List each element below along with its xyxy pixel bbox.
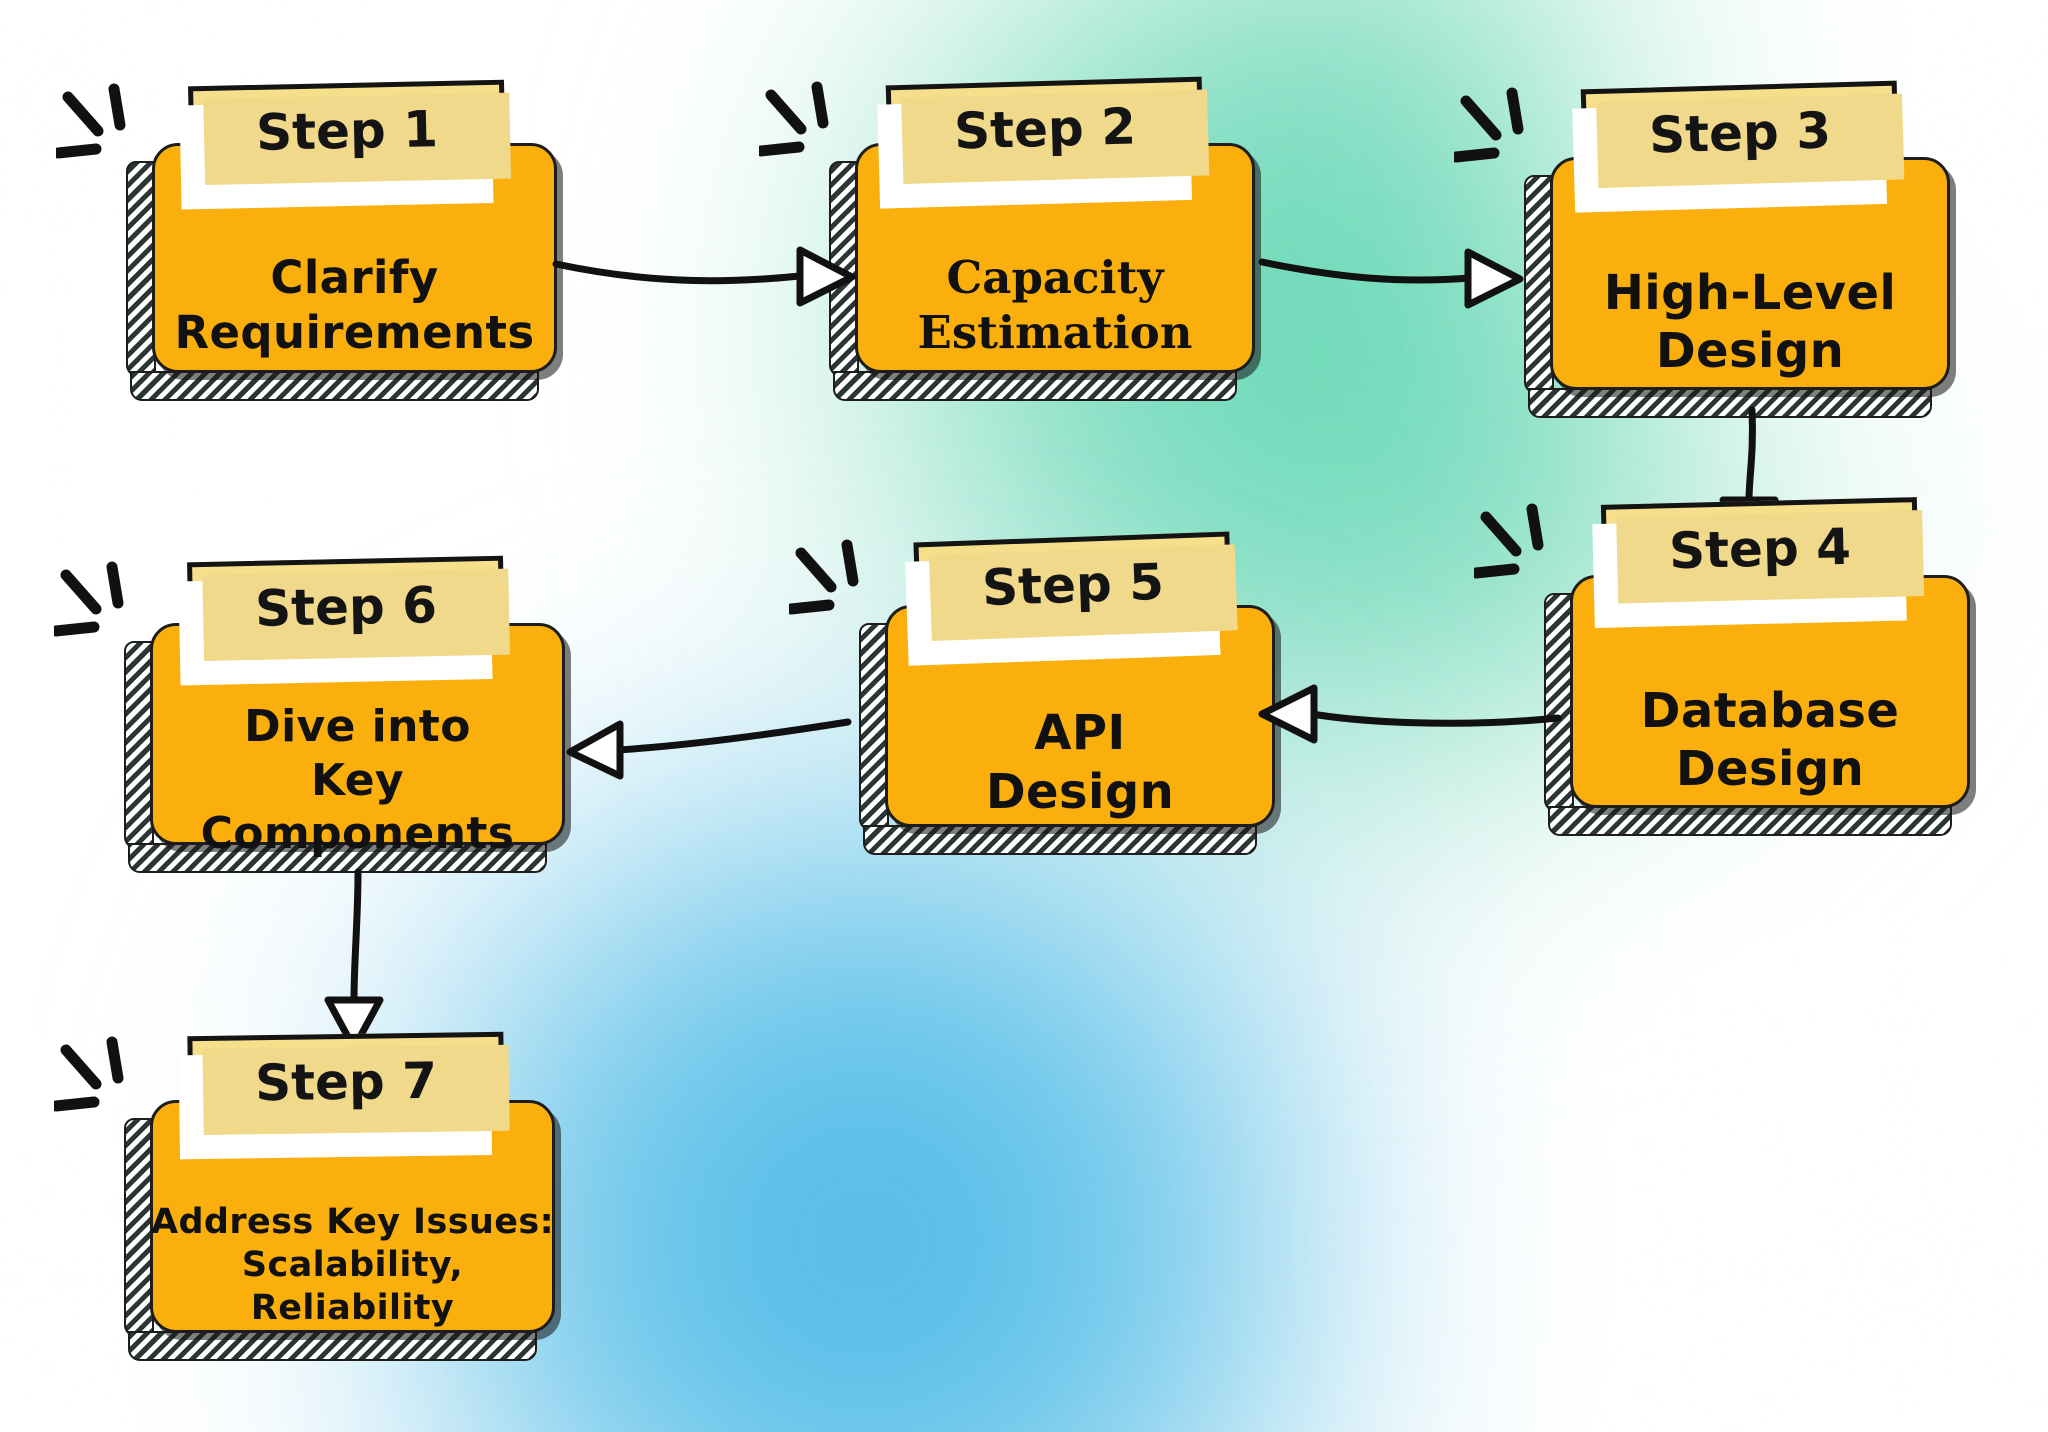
- sparkle-icon: [789, 539, 859, 615]
- edge-step2-to-step3: [1258, 248, 1524, 309]
- node-edge-hatch-bottom: [1548, 806, 1952, 836]
- node-step5-line-2: Design: [985, 763, 1175, 820]
- node-step2-line-1: Capacity: [946, 251, 1164, 305]
- node-edge-hatch-bottom: [130, 371, 539, 401]
- node-step6[interactable]: Dive into Key Components Step 6: [54, 555, 565, 873]
- node-edge-hatch-bottom: [863, 825, 1257, 855]
- sparkle-icon: [1454, 87, 1524, 163]
- node-step5-line-1: API: [1034, 705, 1126, 762]
- node-step6-text: Dive into Key Components: [150, 701, 565, 859]
- node-step3-line-2: Design: [1655, 323, 1845, 380]
- node-edge-hatch-bottom: [128, 1331, 537, 1361]
- node-step3-tag-label: Step 3: [1648, 101, 1832, 165]
- node-step3[interactable]: High-Level Design Step 3: [1454, 80, 1950, 418]
- node-edge-hatch-left: [859, 623, 889, 831]
- node-step3-tag[interactable]: Step 3: [1580, 80, 1900, 186]
- node-edge-hatch-bottom: [833, 371, 1237, 401]
- node-step4-line-1: Database: [1640, 682, 1900, 739]
- node-step1-tag-label: Step 1: [255, 100, 439, 162]
- node-step2-tag[interactable]: Step 2: [885, 76, 1205, 182]
- node-step3-text: High-Level Design: [1550, 255, 1950, 390]
- node-step1-line-1: Clarify: [270, 251, 439, 305]
- node-step5-text: API Design: [885, 698, 1275, 827]
- edge-step6-to-step7: [324, 868, 384, 1052]
- node-step7[interactable]: Address Key Issues: Scalability, Reliabi…: [54, 1031, 555, 1361]
- edge-step4-to-step5: [1258, 684, 1562, 744]
- node-step6-tag[interactable]: Step 6: [187, 555, 505, 659]
- node-step6-line-2: Key Components: [200, 754, 515, 860]
- node-step1[interactable]: Clarify Requirements Step 1: [56, 79, 557, 401]
- node-step6-tag-label: Step 6: [254, 576, 438, 638]
- edge-step5-to-step6: [566, 718, 852, 780]
- node-step7-line-1: Address Key Issues:: [150, 1202, 555, 1243]
- node-edge-hatch-bottom: [1528, 388, 1932, 418]
- node-step6-line-1: Dive into: [244, 701, 471, 753]
- node-step4-line-2: Design: [1675, 741, 1865, 798]
- edge-step1-to-step2: [552, 246, 856, 307]
- node-step5[interactable]: API Design Step 5: [789, 531, 1275, 855]
- node-step7-text: Address Key Issues: Scalability, Reliabi…: [150, 1198, 555, 1333]
- node-step7-tag-label: Step 7: [254, 1051, 438, 1113]
- node-step7-tag[interactable]: Step 7: [187, 1031, 505, 1133]
- node-step4-text: Database Design: [1570, 673, 1970, 808]
- background-blob-white-bottom-right: [1400, 820, 2048, 1432]
- node-step1-text: Clarify Requirements: [152, 240, 557, 373]
- node-step2-line-2: Estimation: [917, 306, 1193, 360]
- node-edge-hatch-left: [1524, 175, 1554, 394]
- node-step7-line-2: Scalability, Reliability: [241, 1245, 464, 1328]
- node-edge-hatch-left: [124, 1118, 154, 1337]
- node-step2[interactable]: Capacity Estimation Step 2: [759, 76, 1255, 401]
- sparkle-icon: [1474, 503, 1544, 579]
- node-step4-tag-label: Step 4: [1668, 517, 1852, 581]
- node-step4-tag[interactable]: Step 4: [1600, 497, 1920, 601]
- node-step2-tag-label: Step 2: [953, 97, 1137, 161]
- node-step5-tag-label: Step 5: [981, 552, 1165, 618]
- node-step4[interactable]: Database Design Step 4: [1474, 497, 1970, 836]
- node-step1-line-2: Requirements: [174, 306, 535, 360]
- node-step3-line-1: High-Level: [1603, 264, 1897, 321]
- node-step1-tag[interactable]: Step 1: [188, 79, 506, 183]
- node-step5-tag[interactable]: Step 5: [913, 531, 1233, 639]
- node-step2-text: Capacity Estimation: [855, 240, 1255, 373]
